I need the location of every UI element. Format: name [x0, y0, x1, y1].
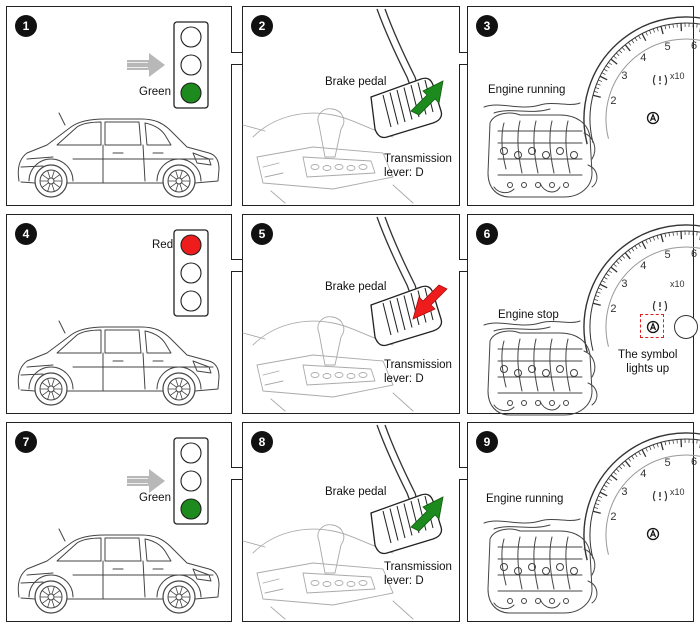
brake-pedal-icon [242, 215, 459, 413]
gauge-unit-label: x10 [670, 487, 685, 497]
transmission-label: Transmission lever: D [384, 359, 452, 385]
transmission-label: Transmission lever: D [384, 561, 452, 587]
brake-pedal-icon [242, 423, 459, 621]
gauge-tick-label: 2 [610, 510, 617, 523]
tpms-warning-icon [652, 299, 668, 313]
engine-label: Engine stop [498, 309, 559, 321]
light-label: Green [139, 492, 171, 504]
step-number: 1 [15, 15, 37, 37]
step-number: 5 [251, 223, 273, 245]
car-icon [13, 109, 223, 199]
step-2-panel: 2 Brake pedal Transmission lever: D [242, 6, 460, 206]
auto-stop-icon [646, 527, 660, 541]
gauge-tick-label: 4 [640, 51, 647, 64]
engine-icon [480, 320, 600, 421]
engine-icon [480, 102, 600, 203]
symbol-highlight-box [640, 314, 664, 338]
connector [231, 467, 243, 480]
light-label: Red [152, 239, 174, 251]
gauge-tick-label: 2 [610, 94, 617, 107]
step-8-panel: 8 Brake pedal Transmission lever: D [242, 422, 460, 622]
step-number: 2 [251, 15, 273, 37]
gauge-tick-label: 3 [621, 278, 628, 291]
step-number: 7 [15, 431, 37, 453]
gauge-tick-label: 6 [690, 247, 698, 260]
gauge-tick-label: 5 [664, 41, 671, 54]
symbol-label: The symbol lights up [618, 349, 678, 375]
step-number: 9 [476, 431, 498, 453]
step-number: 4 [15, 223, 37, 245]
engine-label: Engine running [488, 84, 566, 96]
gauge-tick-label: 5 [664, 457, 671, 470]
gauge-tick-label: 4 [640, 259, 647, 272]
step-1-panel: 1 Green [6, 6, 232, 206]
connector [231, 52, 243, 65]
pedal-label: Brake pedal [325, 281, 387, 293]
gauge-tick-label: 3 [621, 70, 628, 83]
step-number: 3 [476, 15, 498, 37]
engine-label: Engine running [486, 493, 564, 505]
gauge-tick-label: 4 [640, 467, 647, 480]
brake-pedal-icon [242, 7, 459, 205]
traffic-light-icon [173, 229, 209, 317]
car-icon [13, 317, 223, 407]
step-7-panel: 7 Green [6, 422, 232, 622]
auto-stop-icon [646, 320, 660, 334]
gauge-unit-label: x10 [670, 279, 685, 289]
traffic-light-icon [127, 437, 209, 525]
pedal-label: Brake pedal [325, 486, 387, 498]
tpms-warning-icon [652, 489, 668, 503]
gauge-tick-label: 6 [690, 39, 698, 52]
car-icon [13, 525, 223, 615]
connector [459, 52, 468, 65]
connector [231, 259, 243, 272]
gauge-tick-label: 5 [664, 249, 671, 262]
auto-stop-icon [646, 111, 660, 125]
engine-icon [480, 518, 600, 619]
step-number: 8 [251, 431, 273, 453]
tpms-warning-icon [652, 73, 668, 87]
step-number: 6 [476, 223, 498, 245]
gauge-tick-label: 3 [621, 486, 628, 499]
gauge-unit-label: x10 [670, 71, 685, 81]
traffic-light-icon [127, 21, 209, 109]
connector [459, 467, 468, 480]
light-label: Green [139, 86, 171, 98]
step-4-panel: 4 Red [6, 214, 232, 414]
gauge-tick-label: 6 [690, 455, 698, 468]
gauge-tick-label: 2 [610, 302, 617, 315]
step-5-panel: 5 Brake pedal Transmission lever: D [242, 214, 460, 414]
pedal-label: Brake pedal [325, 76, 387, 88]
connector [459, 259, 468, 272]
transmission-label: Transmission lever: D [384, 153, 452, 179]
gauge-hub [674, 315, 698, 339]
